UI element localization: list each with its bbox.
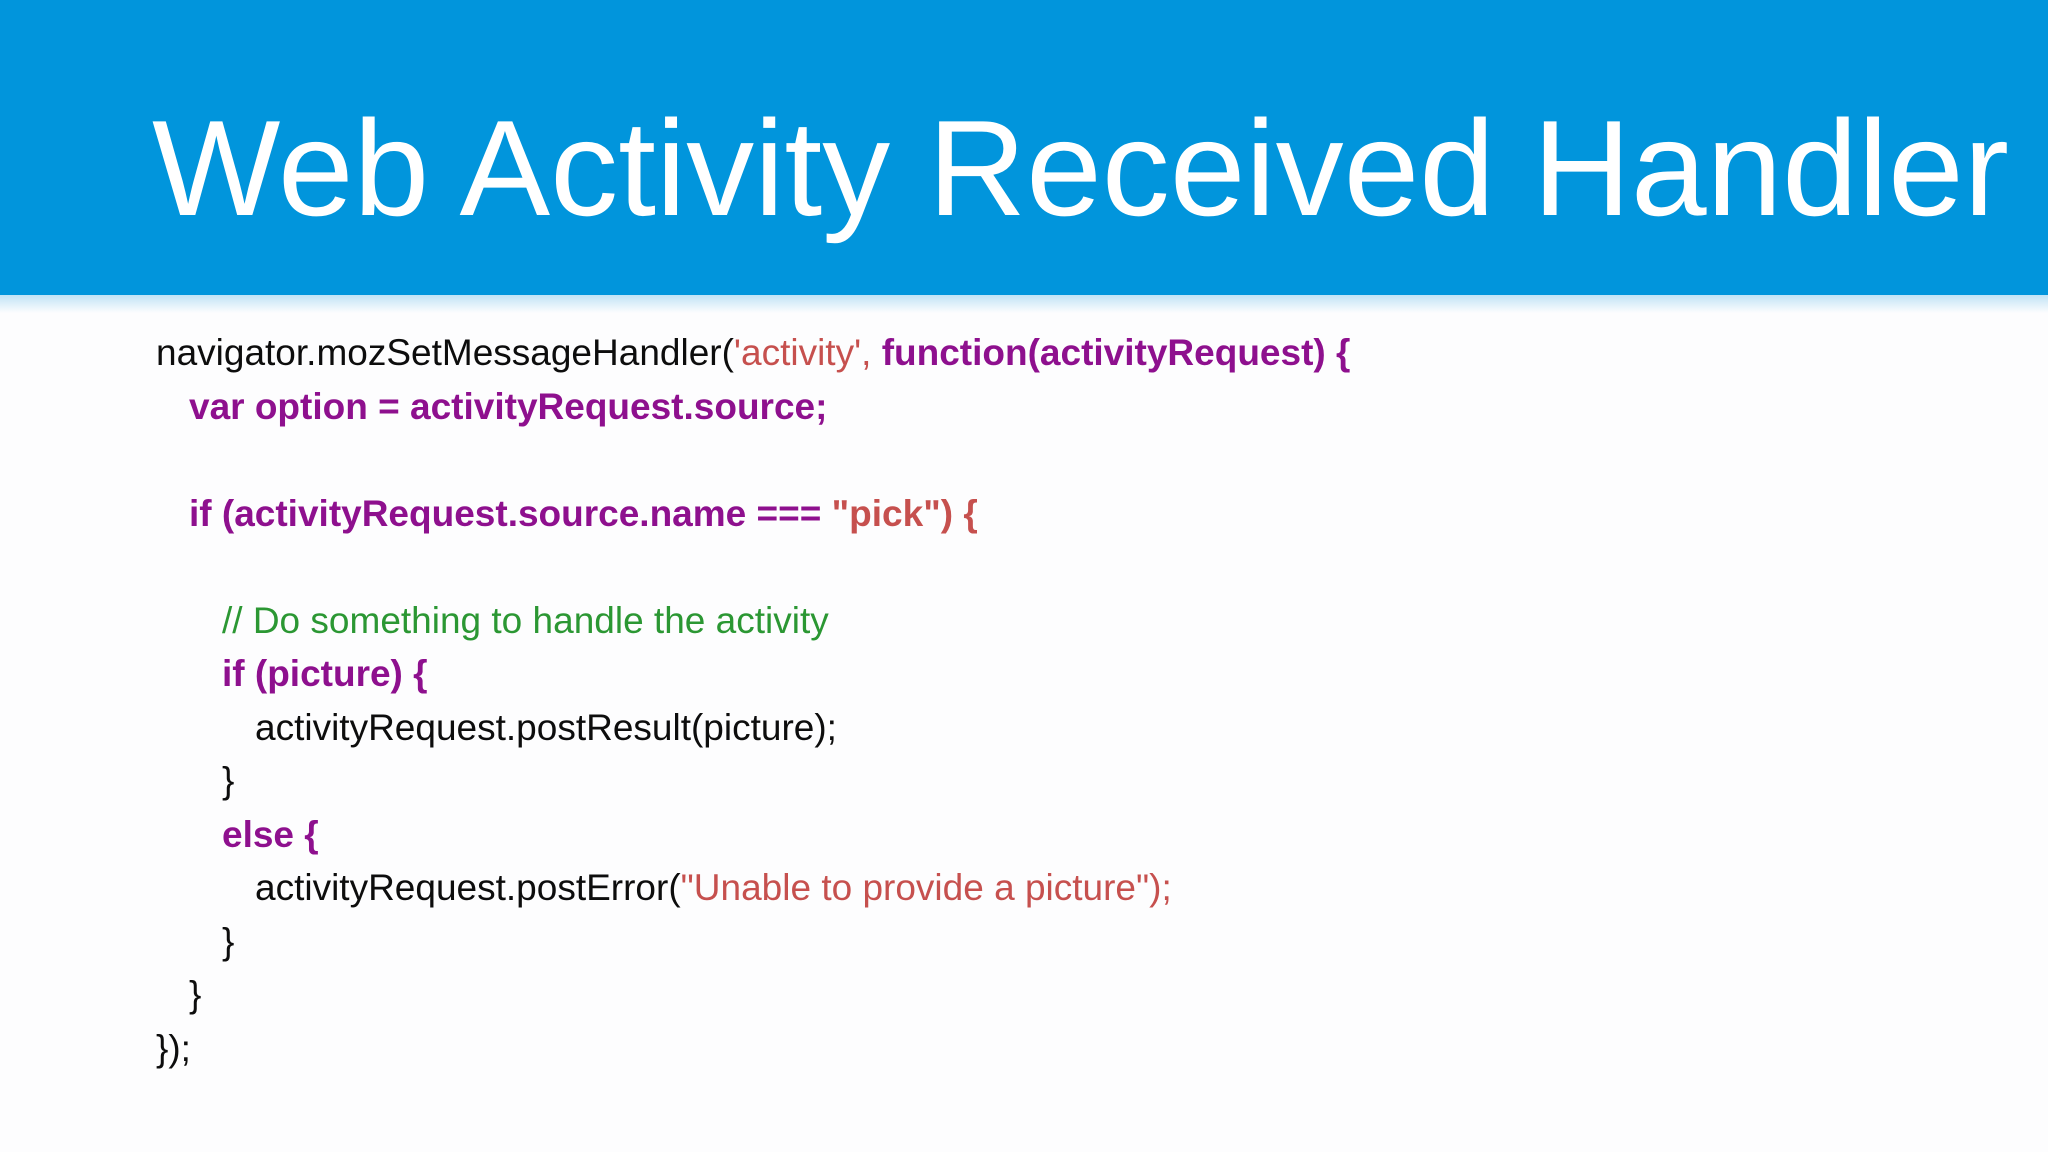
- header-bar: [0, 0, 2048, 295]
- code-token-string: "pick") {: [831, 492, 978, 534]
- code-token-keyword: if (activityRequest.source.name ===: [189, 492, 832, 534]
- code-token-plain: navigator.mozSetMessageHandler(: [156, 332, 734, 373]
- code-line: }: [156, 754, 1956, 808]
- code-token-string: 'activity',: [733, 332, 882, 373]
- code-token-keyword: var option = activityRequest.source;: [189, 385, 828, 427]
- code-line: else {: [156, 808, 1956, 862]
- code-line: });: [156, 1022, 1956, 1076]
- code-line: if (picture) {: [156, 647, 1956, 701]
- code-line: }: [156, 968, 1956, 1022]
- code-line: activityRequest.postError("Unable to pro…: [156, 861, 1956, 915]
- code-blank-line: [156, 433, 1956, 487]
- code-line: }: [156, 915, 1956, 969]
- code-blank-line: [156, 540, 1956, 594]
- code-line: activityRequest.postResult(picture);: [156, 701, 1956, 755]
- code-token-comment: // Do something to handle the activity: [222, 599, 829, 641]
- code-token-string: "Unable to provide a picture");: [680, 867, 1172, 908]
- page-title: Web Activity Received Handler: [152, 92, 2009, 244]
- code-token-plain: });: [156, 1027, 191, 1069]
- code-token-plain: activityRequest.postResult(picture);: [255, 706, 837, 748]
- code-token-keyword: function(activityRequest) {: [881, 332, 1351, 373]
- code-token-plain: activityRequest.postError(: [255, 867, 681, 908]
- code-token-keyword: else {: [222, 813, 319, 855]
- code-line: var option = activityRequest.source;: [156, 380, 1956, 434]
- code-token-plain: }: [222, 760, 235, 801]
- code-block: navigator.mozSetMessageHandler('activity…: [156, 326, 1956, 1075]
- code-line: // Do something to handle the activity: [156, 594, 1956, 648]
- header-bottom-fade: [0, 295, 2048, 313]
- code-token-plain: }: [189, 974, 202, 1015]
- code-line: if (activityRequest.source.name === "pic…: [156, 487, 1956, 541]
- code-line: navigator.mozSetMessageHandler('activity…: [156, 326, 1956, 380]
- code-token-keyword: if (picture) {: [222, 653, 428, 694]
- code-token-plain: }: [222, 920, 235, 962]
